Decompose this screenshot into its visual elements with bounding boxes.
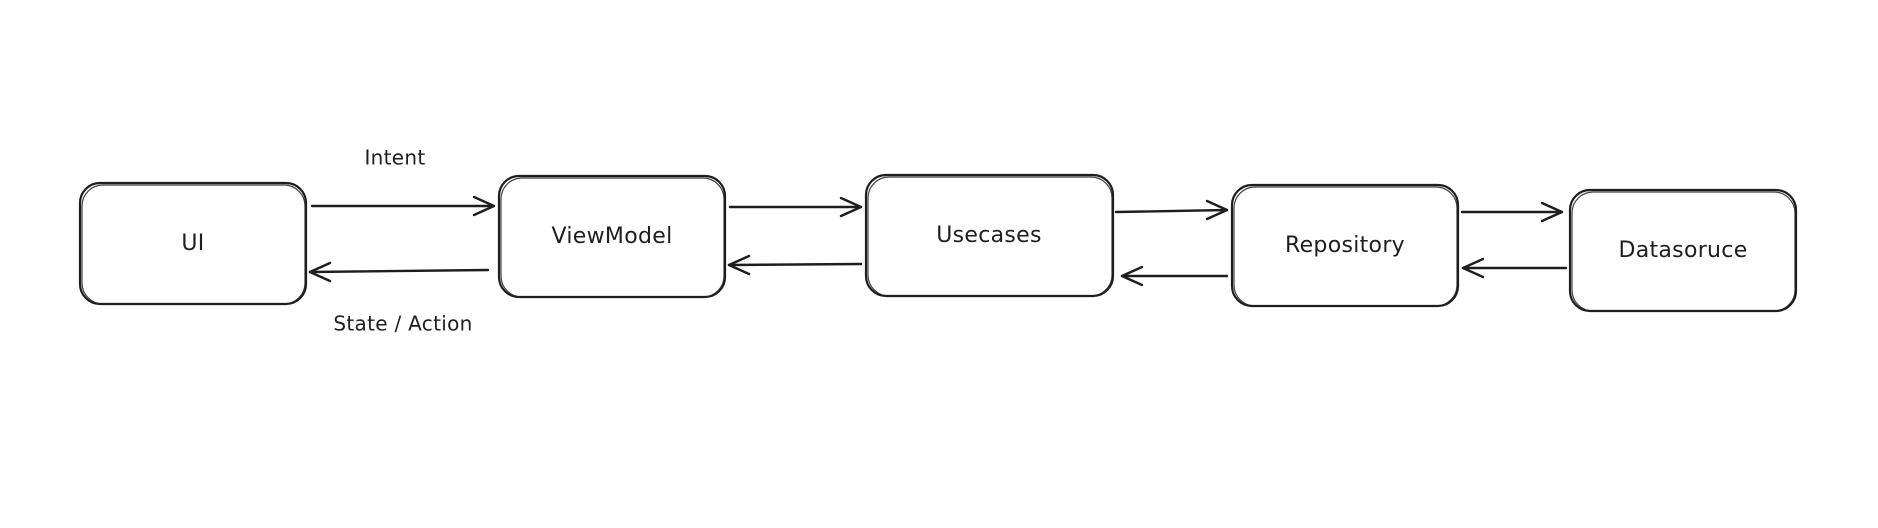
node-label-datasource: Datasoruce (1618, 238, 1747, 263)
node-repository: Repository (1230, 183, 1460, 308)
node-ui: UI (78, 181, 308, 306)
edge-usecases-to-viewmodel (727, 254, 863, 276)
edge-label-state-action: State / Action (333, 312, 472, 336)
node-label-repository: Repository (1285, 233, 1405, 258)
node-label-usecases: Usecases (936, 223, 1042, 248)
edge-viewmodel-to-usecases (728, 196, 863, 218)
edge-repository-to-usecases (1120, 265, 1229, 287)
edge-label-intent: Intent (364, 146, 425, 170)
edge-datasource-to-repository (1461, 257, 1568, 279)
node-viewmodel: ViewModel (497, 174, 727, 299)
node-label-viewmodel: ViewModel (552, 224, 673, 249)
node-usecases: Usecases (864, 173, 1115, 298)
edge-ui-to-viewmodel: Intent (310, 146, 496, 217)
node-datasource: Datasoruce (1568, 188, 1798, 313)
node-label-ui: UI (181, 231, 204, 256)
edge-viewmodel-to-ui: State / Action (308, 261, 490, 336)
edge-repository-to-datasource (1460, 201, 1564, 223)
edge-usecases-to-repository (1114, 199, 1229, 221)
